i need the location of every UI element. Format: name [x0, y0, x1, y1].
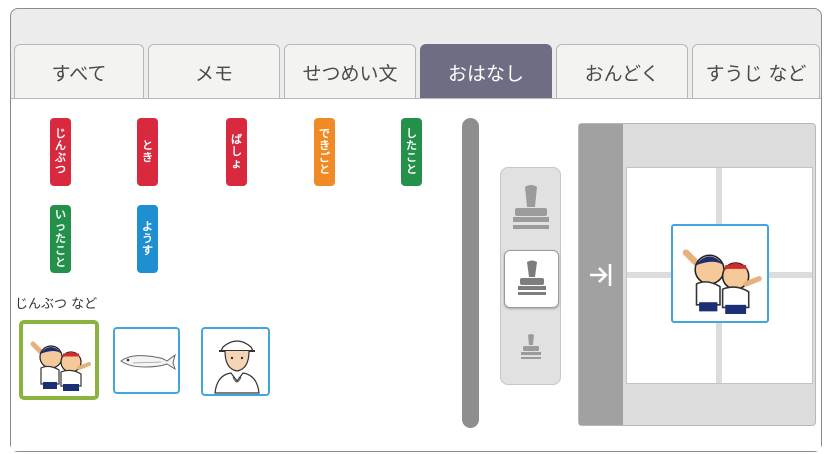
arrow-right-to-bar-icon — [590, 263, 612, 286]
man-with-cap-image — [214, 340, 260, 394]
stamp-size-panel — [500, 167, 561, 385]
fish-image — [120, 353, 176, 371]
preview-panel — [578, 123, 816, 426]
tag-char: と — [142, 139, 153, 152]
tag-ittakoto[interactable]: いったこと — [50, 205, 71, 273]
tag-char: す — [142, 244, 153, 257]
tag-char: と — [55, 256, 66, 269]
tag-char: た — [55, 232, 66, 245]
children-hugging-image — [30, 341, 91, 391]
tag-char: い — [55, 208, 66, 221]
tag-char: き — [319, 139, 330, 152]
tab-all[interactable]: すべて — [14, 44, 144, 99]
tag-char: つ — [55, 163, 66, 176]
tag-char: ん — [55, 139, 66, 152]
small-stamp-icon — [520, 334, 541, 359]
stamp-fish[interactable] — [113, 327, 180, 394]
scrollbar[interactable] — [462, 118, 479, 428]
tab-label: おんどく — [584, 62, 660, 85]
tag-char: と — [319, 163, 330, 176]
stamp-size-small-button[interactable] — [504, 318, 557, 376]
tab-label: せつめい文 — [302, 62, 398, 85]
large-stamp-icon — [512, 185, 549, 229]
tag-dekigoto[interactable]: できごと — [314, 118, 335, 186]
children-hugging-image — [682, 249, 762, 314]
tag-jinbutsu[interactable]: じんぶつ — [50, 118, 71, 186]
tag-char: と — [406, 163, 417, 176]
tag-char: た — [406, 139, 417, 152]
tab-label: すべて — [51, 62, 107, 85]
stamp-size-large-button[interactable] — [504, 178, 557, 240]
tag-char: こ — [55, 244, 66, 257]
tab-story[interactable]: おはなし — [420, 44, 552, 99]
collapse-panel-button[interactable] — [579, 124, 623, 425]
tag-char: っ — [55, 220, 66, 233]
tag-char: し — [406, 127, 417, 140]
tag-char: ご — [319, 151, 330, 164]
stamp-children-hugging[interactable] — [19, 320, 99, 400]
tag-basho[interactable]: ばしょ — [226, 118, 247, 186]
tab-explanation[interactable]: せつめい文 — [284, 44, 416, 99]
tag-toki[interactable]: とき — [137, 118, 158, 186]
stamp-size-medium-button[interactable] — [504, 250, 559, 308]
tag-shitakoto[interactable]: したこと — [401, 118, 422, 186]
tab-label: メモ — [194, 62, 233, 85]
stamp-group-label: じんぶつ など — [15, 297, 98, 312]
tab-reading-aloud[interactable]: おんどく — [556, 44, 688, 99]
tag-char: よ — [142, 220, 153, 233]
tag-char: ば — [231, 133, 242, 146]
preview-canvas[interactable] — [626, 167, 813, 384]
medium-stamp-icon — [517, 260, 546, 295]
tag-char: き — [142, 151, 153, 164]
stamp-man-with-cap[interactable] — [201, 327, 270, 396]
tag-yousu[interactable]: ようす — [137, 205, 158, 273]
tag-char: う — [142, 232, 153, 245]
tag-char: で — [319, 127, 330, 140]
tag-char: ょ — [231, 157, 242, 170]
tag-char: じ — [55, 127, 66, 140]
tag-char: し — [231, 145, 242, 158]
tab-label: すうじ など — [705, 62, 807, 85]
tab-numbers[interactable]: すうじ など — [692, 44, 820, 99]
tab-label: おはなし — [447, 62, 524, 85]
tag-char: こ — [406, 151, 417, 164]
tab-memo[interactable]: メモ — [148, 44, 280, 99]
placed-stamp[interactable] — [671, 224, 769, 323]
tag-char: ぶ — [55, 151, 66, 164]
